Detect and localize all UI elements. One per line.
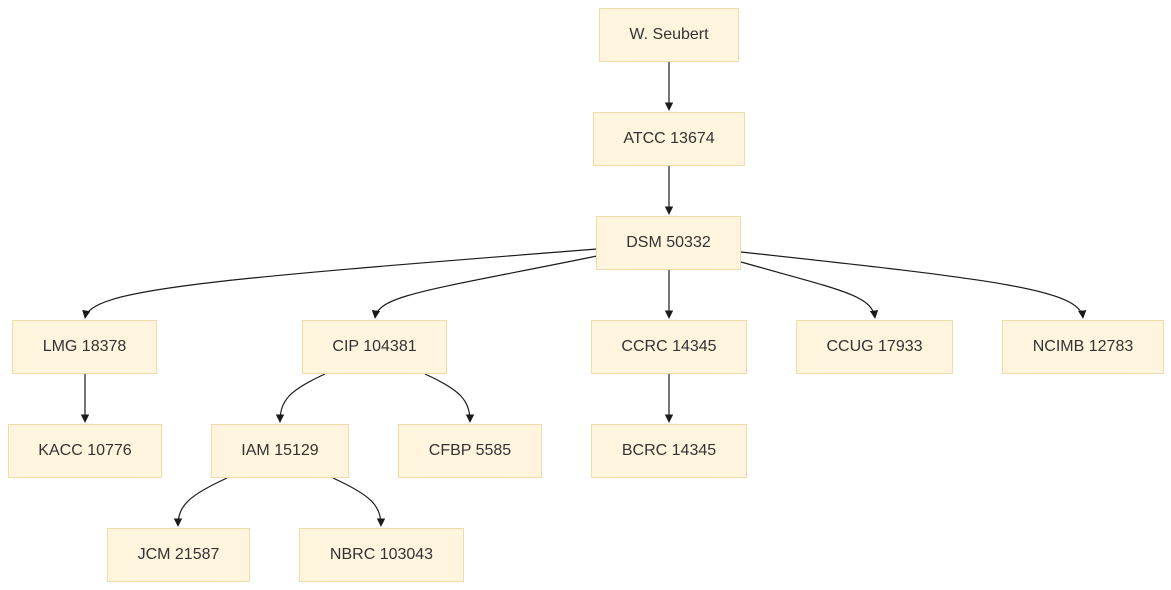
node-ncimb-12783: NCIMB 12783 (1002, 320, 1164, 374)
node-atcc-13674: ATCC 13674 (593, 112, 745, 166)
node-nbrc-103043: NBRC 103043 (299, 528, 464, 582)
node-ccrc-14345: CCRC 14345 (591, 320, 747, 374)
node-cfbp-5585: CFBP 5585 (398, 424, 542, 478)
edge-cip-iam (275, 373, 326, 423)
node-kacc-10776: KACC 10776 (8, 424, 162, 478)
edge-iam-jcm (173, 477, 228, 527)
edge-cip-cfbp (424, 373, 475, 423)
edge-iam-nbrc (332, 477, 386, 527)
node-dsm-50332: DSM 50332 (596, 216, 741, 270)
node-jcm-21587: JCM 21587 (107, 528, 250, 582)
node-w-seubert: W. Seubert (599, 8, 739, 62)
edge-dsm-cip (371, 255, 598, 319)
node-lmg-18378: LMG 18378 (12, 320, 157, 374)
node-iam-15129: IAM 15129 (211, 424, 349, 478)
node-bcrc-14345: BCRC 14345 (591, 424, 747, 478)
edge-dsm-ncimb (740, 251, 1087, 319)
node-ccug-17933: CCUG 17933 (796, 320, 953, 374)
edge-dsm-lmg (82, 248, 598, 319)
node-cip-104381: CIP 104381 (302, 320, 447, 374)
edge-dsm-ccug (740, 261, 879, 319)
